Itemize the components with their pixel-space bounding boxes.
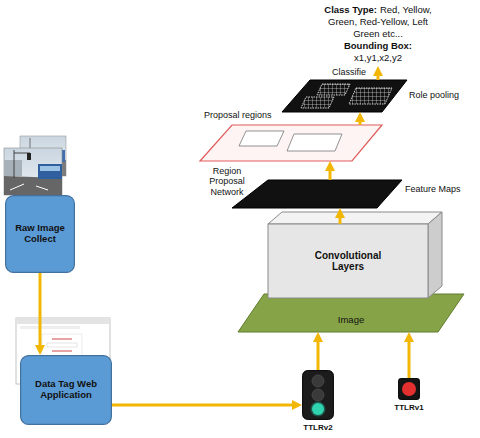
lamp-glow — [311, 402, 326, 417]
node-shape — [398, 378, 420, 400]
output-text-block: Class Type:Red, Yellow, Green, Red-Yello… — [318, 4, 438, 64]
pole-line — [14, 153, 30, 154]
form-heading-mark — [52, 351, 72, 352]
signal-shape — [27, 153, 31, 160]
bus-window — [40, 166, 60, 171]
node-outline — [6, 196, 75, 273]
flow-arrow — [359, 118, 362, 125]
node-shape — [200, 125, 382, 161]
proposal-plane: Proposal regions — [200, 125, 382, 161]
node-label: Role pooling — [409, 90, 459, 100]
image-plane: Image — [238, 294, 464, 332]
node-shape — [302, 370, 334, 420]
pole-line — [30, 138, 31, 162]
flow-arrow — [329, 167, 332, 180]
bus-shape — [46, 150, 65, 162]
node-label: Classifie — [332, 67, 366, 77]
signal-lamp — [312, 389, 324, 401]
process-box: Raw Image Collect — [5, 195, 75, 273]
feature-plane: Feature Maps — [232, 180, 402, 208]
node-outline — [303, 371, 334, 420]
address-bar — [20, 326, 80, 329]
signal-lamp — [402, 382, 416, 396]
signal-lamp — [312, 403, 324, 415]
node-label: Feature Maps — [405, 184, 461, 194]
node-label: TTLRv2 — [290, 423, 346, 432]
lane-marking — [36, 186, 48, 190]
node-shape — [232, 180, 402, 208]
pooling-plane: ClassifieRole pooling — [282, 80, 407, 112]
output-text: x1,y1,x2,y2 — [318, 52, 438, 64]
node-outline — [238, 294, 464, 332]
node-label: Proposal regions — [204, 110, 272, 120]
signal-lamp — [312, 375, 324, 387]
output-heading: Class Type: — [324, 4, 377, 15]
form-field — [47, 343, 77, 347]
node-shape — [282, 80, 407, 112]
node-outline — [282, 80, 407, 112]
layer-box: Convolutional Layers — [268, 224, 428, 298]
network-label: Region Proposal Network — [196, 166, 258, 197]
node-shape — [238, 294, 464, 332]
road-photo — [20, 136, 66, 176]
flow-arrow — [317, 338, 320, 370]
box-side-face — [428, 212, 442, 298]
lane-marking — [10, 184, 24, 190]
node-label: Data Tag Web Application — [26, 379, 106, 401]
road-surface — [4, 176, 62, 195]
process-box: Data Tag Web Application — [20, 355, 112, 425]
flow-arrow — [112, 404, 296, 407]
output-text: Red, Yellow, Green, Red-Yellow, Left Gre… — [328, 4, 432, 39]
node-label: TTLRv1 — [382, 403, 436, 412]
node-outline — [232, 180, 402, 208]
pole-line — [14, 150, 15, 178]
browser-bar — [16, 318, 110, 324]
proposal-box — [239, 131, 284, 146]
node-label: Image — [238, 315, 464, 326]
form-heading-mark — [52, 339, 72, 340]
node-label: Convolutional Layers — [302, 250, 394, 273]
output-heading: Bounding Box: — [318, 40, 438, 52]
flow-arrow — [39, 273, 42, 349]
node-label: Raw Image Collect — [9, 223, 71, 245]
flow-arrow — [339, 214, 342, 224]
pooling-grid — [317, 84, 350, 95]
traffic-light: TTLRv2 — [302, 370, 334, 420]
box-top-face — [268, 212, 442, 224]
bus-shape — [38, 164, 62, 179]
flow-arrow — [408, 338, 411, 378]
pooling-grid — [349, 88, 392, 104]
node-outline — [268, 224, 428, 298]
pooling-grid — [301, 97, 334, 108]
traffic-light: TTLRv1 — [398, 378, 420, 400]
proposal-box — [287, 134, 342, 151]
node-outline — [399, 379, 420, 400]
building-shape — [4, 160, 22, 176]
node-outline — [200, 125, 382, 161]
node-outline — [21, 356, 112, 425]
road-surface — [20, 160, 66, 176]
output-arrow — [377, 72, 380, 80]
road-photo — [4, 148, 62, 195]
